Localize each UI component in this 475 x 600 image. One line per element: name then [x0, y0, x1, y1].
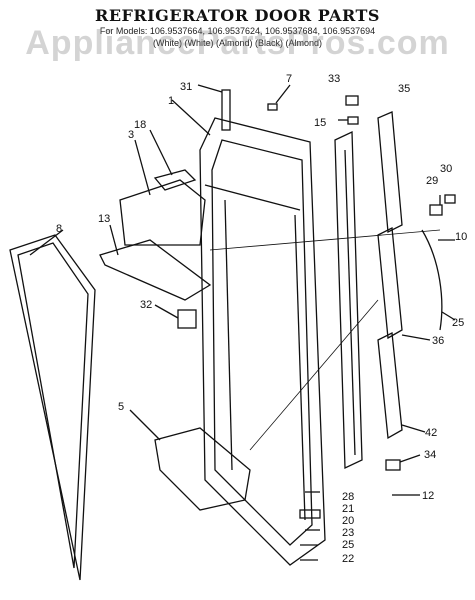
part-30 [444, 194, 456, 204]
callout-31: 31 [180, 81, 192, 93]
part-10 [421, 229, 443, 331]
part-33 [345, 95, 359, 106]
part-35 [377, 111, 403, 234]
callout-34: 34 [424, 449, 436, 461]
callout-35: 35 [398, 83, 410, 95]
callout-labels: 31 7 33 35 1 15 18 3 30 29 10 13 8 32 25… [56, 73, 467, 565]
callout-1: 1 [168, 95, 174, 107]
callout-15: 15 [314, 117, 326, 129]
callout-13: 13 [98, 213, 110, 225]
callout-12: 12 [422, 490, 434, 502]
part-36 [377, 226, 403, 340]
callout-18: 18 [134, 119, 146, 131]
callout-5: 5 [118, 401, 124, 413]
door-liner [199, 117, 326, 566]
callout-20: 20 [342, 515, 354, 527]
part-7 [267, 103, 278, 111]
part-29 [429, 204, 443, 216]
callout-32: 32 [140, 299, 152, 311]
callout-22: 22 [342, 553, 354, 565]
part-3 [119, 179, 206, 246]
callout-23: 23 [342, 527, 354, 539]
part-15 [347, 116, 359, 125]
part-13 [99, 239, 212, 301]
callout-33: 33 [328, 73, 340, 85]
callout-7: 7 [286, 73, 292, 85]
callout-21: 21 [342, 503, 354, 515]
models-line: For Models: 106.9537664, 106.9537624, 10… [99, 26, 376, 36]
part-28 [334, 130, 363, 470]
callout-30: 30 [440, 163, 452, 175]
callout-29: 29 [426, 175, 438, 187]
callout-25-lower: 25 [342, 539, 354, 551]
callout-42: 42 [425, 427, 437, 439]
part-20 [299, 509, 321, 519]
callout-28: 28 [342, 491, 354, 503]
callout-36: 36 [432, 335, 444, 347]
callout-3: 3 [128, 129, 134, 141]
callout-8: 8 [56, 223, 62, 235]
part-34 [385, 459, 401, 471]
callout-10: 10 [455, 231, 467, 243]
diagram-title: REFRIGERATOR DOOR PARTS [95, 6, 380, 25]
door-gasket [9, 234, 96, 581]
callout-25-upper: 25 [452, 317, 464, 329]
part-5 [154, 427, 251, 511]
part-31 [221, 89, 231, 131]
part-18 [153, 169, 197, 191]
part-32 [177, 309, 197, 329]
colors-line: (White) (White) (Almond) (Black) (Almond… [152, 38, 323, 48]
part-42 [377, 331, 403, 440]
